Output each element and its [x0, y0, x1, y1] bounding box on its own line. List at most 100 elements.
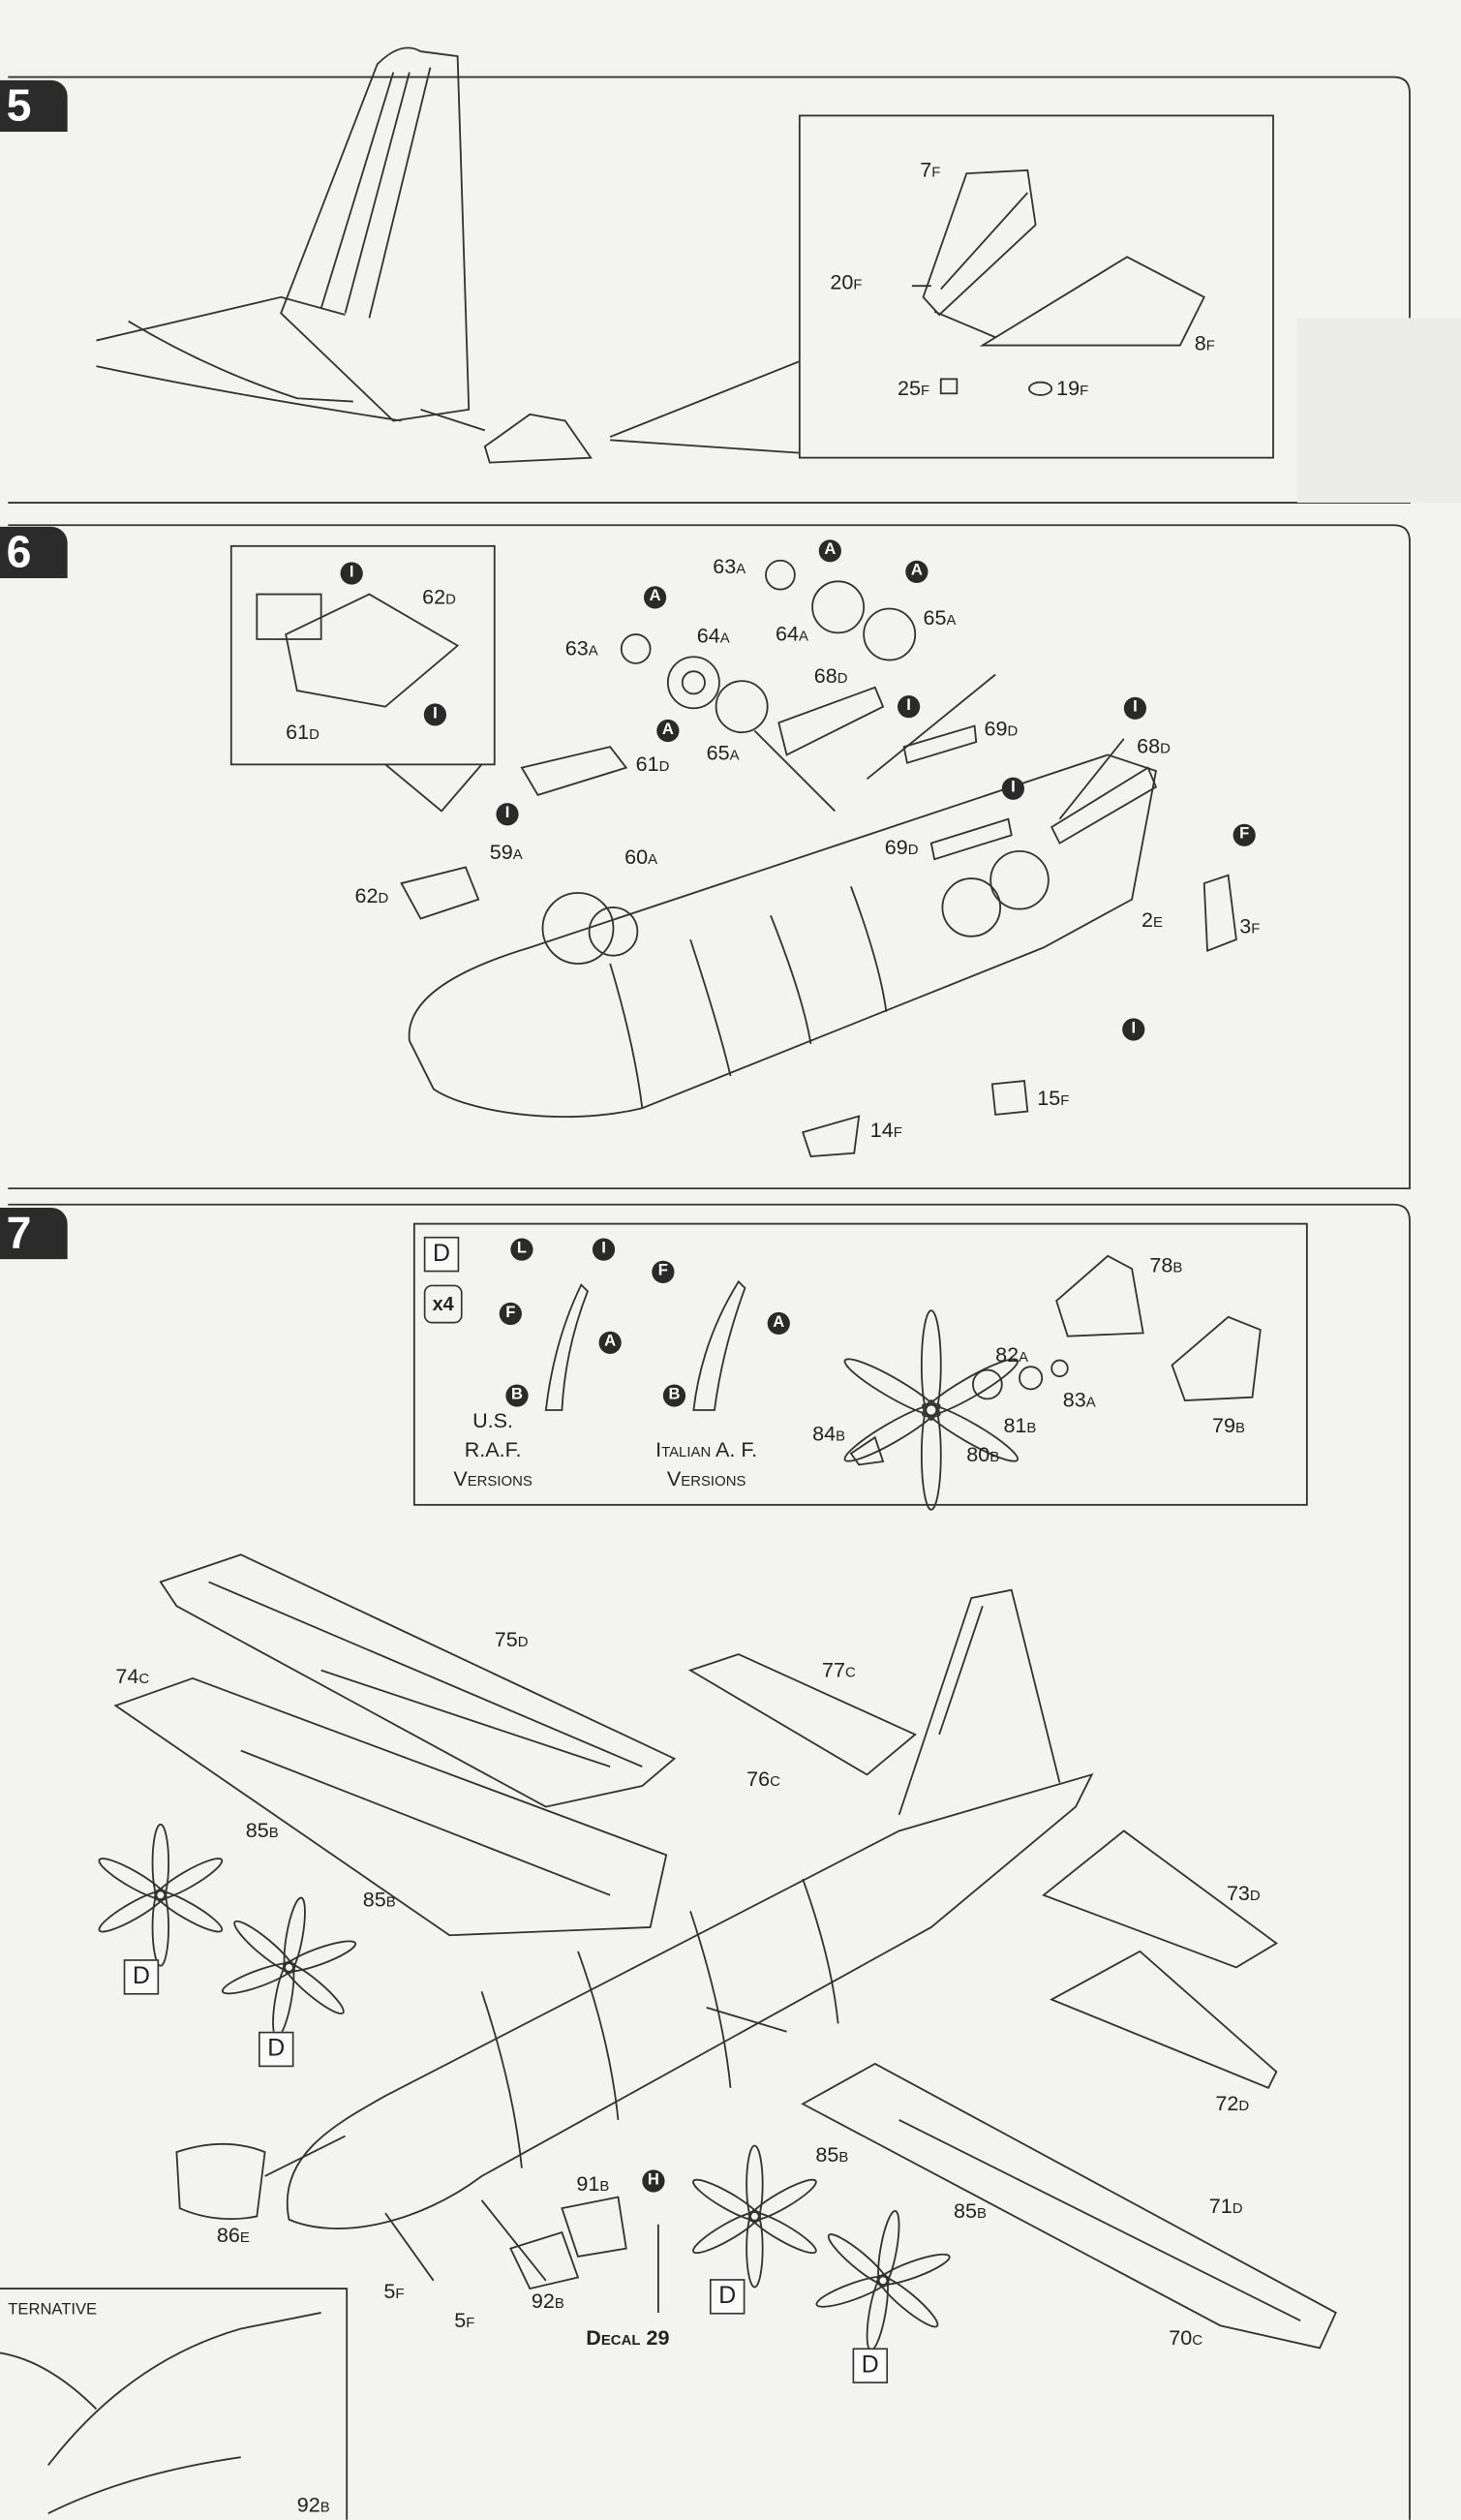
- color-box: D: [123, 1959, 160, 1995]
- version-text: Versions: [666, 1466, 746, 1490]
- part-label: 75D: [494, 1626, 529, 1651]
- fuselage-step6-drawing: [256, 559, 1237, 1157]
- part-label: 83A: [1062, 1387, 1096, 1412]
- part-label: 63A: [564, 635, 598, 661]
- part-label: 80B: [966, 1442, 1000, 1467]
- step6-inset-pointer: [384, 763, 483, 813]
- part-label: 25F: [897, 376, 930, 400]
- part-label: 69D: [984, 716, 1019, 741]
- part-label: 79B: [1212, 1413, 1245, 1438]
- propeller-assembly-drawing: [544, 1254, 1262, 1511]
- step6-inset-frame: [229, 544, 496, 766]
- part-label: 15F: [1037, 1086, 1070, 1110]
- part-label: 60A: [624, 845, 658, 870]
- color-callout: A: [818, 539, 841, 563]
- color-callout: I: [340, 562, 363, 585]
- color-callout: A: [656, 719, 680, 743]
- part-label: 72D: [1215, 2091, 1250, 2115]
- part-label: 81B: [1003, 1413, 1037, 1438]
- color-callout: L: [510, 1238, 533, 1261]
- part-label: 62D: [354, 883, 389, 907]
- step5-frame: [8, 76, 1411, 504]
- version-text: R.A.F.: [464, 1437, 522, 1462]
- color-callout: I: [1123, 696, 1147, 720]
- color-callout: I: [1122, 1018, 1145, 1041]
- part-label: 69D: [884, 835, 919, 860]
- color-box: D: [852, 2348, 889, 2383]
- version-text: Italian A. F.: [655, 1437, 758, 1462]
- part-label: 59A: [489, 840, 523, 865]
- part-label: 92B: [531, 2289, 564, 2313]
- color-box: D: [423, 1236, 460, 1273]
- aircraft-assembly-drawing: [0, 1553, 1337, 2515]
- part-label: 85B: [362, 1887, 396, 1912]
- color-callout: I: [496, 803, 519, 826]
- color-callout: A: [905, 560, 928, 583]
- part-label: 61D: [286, 719, 320, 744]
- part-label: 7F: [920, 157, 941, 182]
- part-label: 19F: [1056, 376, 1089, 400]
- part-label: 78B: [1149, 1252, 1183, 1277]
- color-callout: B: [662, 1384, 686, 1407]
- part-label: 85B: [954, 2198, 987, 2224]
- part-label: 82A: [995, 1342, 1029, 1368]
- part-label: 63A: [713, 554, 746, 578]
- color-callout: A: [767, 1311, 790, 1336]
- step5-inset-frame: [798, 114, 1274, 459]
- part-label: 64A: [696, 623, 730, 648]
- part-label: 8F: [1194, 330, 1215, 355]
- part-label: 92B: [296, 2492, 330, 2517]
- step7-inset-frame: [412, 1222, 1308, 1506]
- step-5-badge: 5: [0, 79, 68, 132]
- step7-frame: [8, 1203, 1411, 2520]
- color-callout: I: [423, 703, 447, 726]
- part-label: 70C: [1169, 2325, 1203, 2351]
- quantity-badge: x4: [423, 1284, 463, 1324]
- color-callout: F: [652, 1260, 675, 1283]
- version-text: Versions: [453, 1466, 533, 1490]
- part-label: 68D: [1137, 733, 1171, 758]
- color-callout: F: [1233, 823, 1256, 846]
- alternative-frame: [0, 2288, 349, 2520]
- part-label: 64A: [775, 621, 808, 646]
- part-label: 5F: [383, 2279, 405, 2304]
- part-label: 5F: [454, 2307, 475, 2332]
- part-label: 85B: [245, 1818, 279, 1843]
- part-label: 65A: [923, 605, 957, 630]
- part-label: 3F: [1239, 913, 1261, 938]
- color-callout: I: [592, 1238, 616, 1261]
- part-label: 14F: [869, 1118, 902, 1143]
- part-label: 74C: [115, 1663, 150, 1688]
- part-label: 85B: [815, 2142, 849, 2167]
- color-callout: I: [1001, 777, 1024, 800]
- color-callout: A: [598, 1331, 622, 1354]
- part-label: 65A: [706, 740, 740, 765]
- color-callout: H: [642, 2169, 665, 2193]
- color-callout: F: [499, 1302, 522, 1326]
- color-callout: I: [897, 695, 921, 719]
- step6-frame: [8, 524, 1411, 1190]
- part-label: 73D: [1226, 1880, 1261, 1905]
- part-label: 86E: [216, 2223, 250, 2247]
- color-callout: B: [505, 1384, 529, 1407]
- part-label: 62D: [422, 584, 456, 609]
- part-label: 61D: [635, 752, 670, 776]
- part-label: 84B: [812, 1421, 846, 1446]
- part-label: 91B: [576, 2171, 610, 2196]
- color-callout: A: [643, 586, 667, 609]
- color-box: D: [709, 2279, 746, 2315]
- color-box: D: [258, 2031, 294, 2068]
- part-label: 68D: [813, 662, 848, 688]
- part-label: 2E: [1141, 907, 1164, 932]
- step-6-badge: 6: [0, 526, 68, 578]
- part-label: 20F: [830, 269, 863, 294]
- tail-fin-drawing: [96, 46, 1205, 464]
- decal-reference: Decal 29: [586, 2325, 670, 2351]
- step-7-badge: 7: [0, 1208, 68, 1260]
- part-label: 77C: [822, 1657, 856, 1682]
- part-label: 76C: [746, 1767, 780, 1792]
- alternative-title: TERNATIVE: [8, 2301, 98, 2320]
- version-text: U.S.: [472, 1408, 514, 1433]
